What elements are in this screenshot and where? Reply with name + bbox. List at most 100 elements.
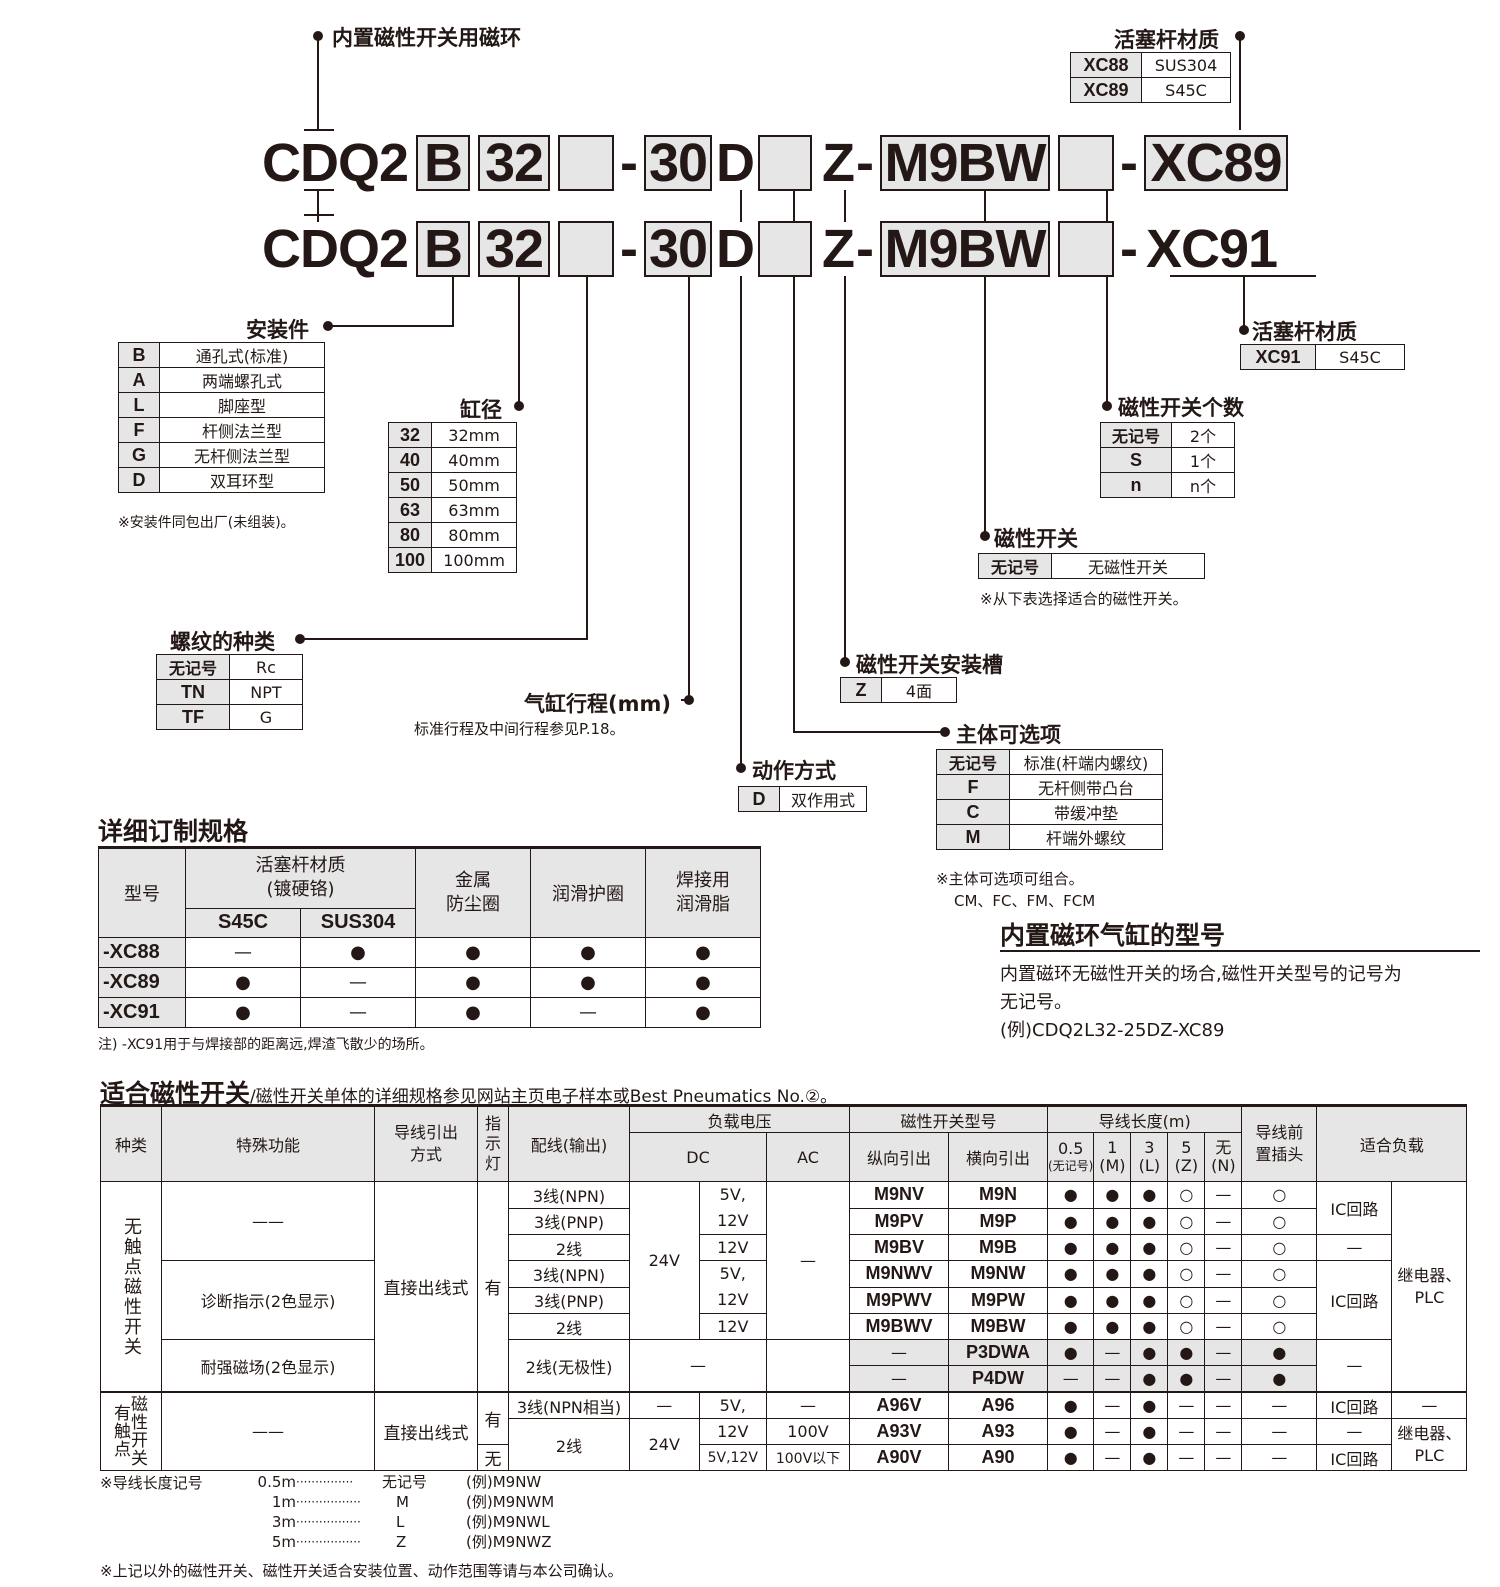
slot-code: Z (822, 219, 855, 279)
mount-code-box: B (416, 133, 471, 193)
header-func: 特殊功能 (161, 1105, 375, 1182)
body-option-title: 主体可选项 (956, 723, 1061, 747)
header-load: 适合负载 (1316, 1105, 1468, 1182)
switch-code-box: M9BW (880, 219, 1050, 279)
magnet-ring-label: 内置磁性开关用磁环 (332, 26, 521, 50)
header-wiring: 配线(输出) (508, 1105, 630, 1182)
dash: - (620, 219, 639, 279)
header-preconnector: 导线前置插头 (1241, 1105, 1318, 1182)
switch-qty-title: 磁性开关个数 (1118, 396, 1244, 420)
header-model: 磁性开关型号 (849, 1105, 1048, 1133)
mounting-title: 安装件 (246, 318, 309, 342)
lead-note-table: 0.5m···············无记号(例)M9NW 1m········… (256, 1472, 555, 1552)
piston-rod-title-right: 活塞杆材质 (1252, 320, 1357, 344)
list-item: 5m·················Z(例)M9NWZ (271, 1533, 552, 1551)
bore-code-box: 32 (478, 133, 551, 193)
table-row: 无记号无磁性开关 (978, 553, 1205, 579)
switch-table-heading: 适合磁性开关/磁性开关单体的详细规格参见网站主页电子样本或Best Pneuma… (100, 1074, 837, 1110)
thread-title: 螺纹的种类 (170, 630, 275, 654)
list-item: 1m·················M(例)M9NWM (271, 1493, 555, 1511)
type-reed: 有触点 磁性开关 (100, 1391, 162, 1471)
table-row: 无触点磁性开关 —— 直接出线式 有 3线(NPN) 24V 5V,12V — … (100, 1181, 1468, 1393)
dash: - (1120, 219, 1138, 279)
spec-header-wiper: 金属防尘圈 (415, 847, 531, 938)
table-row: —P4DW ——●●— ● (101, 1365, 1467, 1393)
spec-title: 详细订制规格 (98, 817, 249, 846)
thread-code-box (558, 135, 615, 191)
body-option-note: ※主体可选项可组合。 (936, 870, 1084, 888)
footer-note: ※上记以外的磁性开关、磁性开关适合安装位置、动作范围等请与本公司确认。 (100, 1562, 623, 1580)
bore-code-box: 32 (478, 219, 551, 279)
table-row: -XC88 —●●●● (98, 937, 761, 968)
body-option-box (758, 135, 813, 191)
table-row: 无记号标准(杆端内螺纹) (936, 749, 1163, 775)
mounting-note: ※安装件同包出厂(未组装)。 (118, 515, 295, 531)
header-entry: 导线引出方式 (374, 1105, 478, 1182)
header-dc: DC (629, 1132, 767, 1182)
model-prefix: CDQ2 (262, 219, 409, 279)
body-option-combos: CM、FC、FM、FCM (954, 892, 1096, 910)
lead-note-label: ※导线长度记号 (100, 1474, 203, 1492)
type-solid-state: 无触点磁性开关 (100, 1181, 162, 1393)
suffix-code: XC91 (1145, 219, 1278, 279)
slot-code: Z (822, 133, 855, 193)
bore-title: 缸径 (460, 398, 502, 422)
switch-note: ※从下表选择适合的磁性开关。 (980, 590, 1188, 608)
spec-header-rod: 活塞杆材质(镀硬铬) (185, 847, 416, 909)
header-indicator: 指示灯 (477, 1105, 509, 1182)
stroke-code-box: 30 (644, 219, 713, 279)
switch-code-box: M9BW (880, 133, 1050, 193)
mount-code-box: B (416, 219, 471, 279)
action-title: 动作方式 (752, 759, 836, 783)
switch-title: 磁性开关 (994, 527, 1078, 551)
magnet-model-text1: 内置磁环无磁性开关的场合,磁性开关型号的记号为 (1000, 964, 1402, 985)
switch-qty-box (1058, 221, 1114, 277)
header-lead: 导线长度(m) (1046, 1105, 1243, 1133)
spec-note: 注) -XC91用于与焊接部的距离远,焊渣飞散少的场所。 (98, 1037, 434, 1053)
model-code-2: CDQ2 B 32 - 30 D Z - M9BW - XC91 (262, 218, 1278, 280)
slot-title: 磁性开关安装槽 (856, 653, 1003, 677)
spec-header-weld: 焊接用润滑脂 (645, 847, 761, 938)
piston-rod-title-top: 活塞杆材质 (1114, 28, 1219, 52)
list-item: 3m·················L(例)M9NWL (271, 1513, 550, 1531)
magnet-model-rule (1000, 950, 1480, 952)
model-prefix: CDQ2 (262, 133, 409, 193)
dash: - (856, 133, 874, 193)
dash: - (1120, 133, 1138, 193)
dash: - (856, 219, 874, 279)
dash: - (620, 133, 639, 193)
header-voltage: 负载电压 (629, 1105, 850, 1133)
magnet-model-title: 内置磁环气缸的型号 (1000, 921, 1226, 950)
stroke-note: 标准行程及中间行程参见P.18。 (414, 720, 625, 738)
switch-table: 种类 特殊功能 导线引出方式 指示灯 配线(输出) 负载电压 磁性开关型号 导线… (100, 1104, 1468, 1471)
switch-qty-box (1058, 135, 1114, 191)
spec-header-lube: 润滑护圈 (530, 847, 646, 938)
